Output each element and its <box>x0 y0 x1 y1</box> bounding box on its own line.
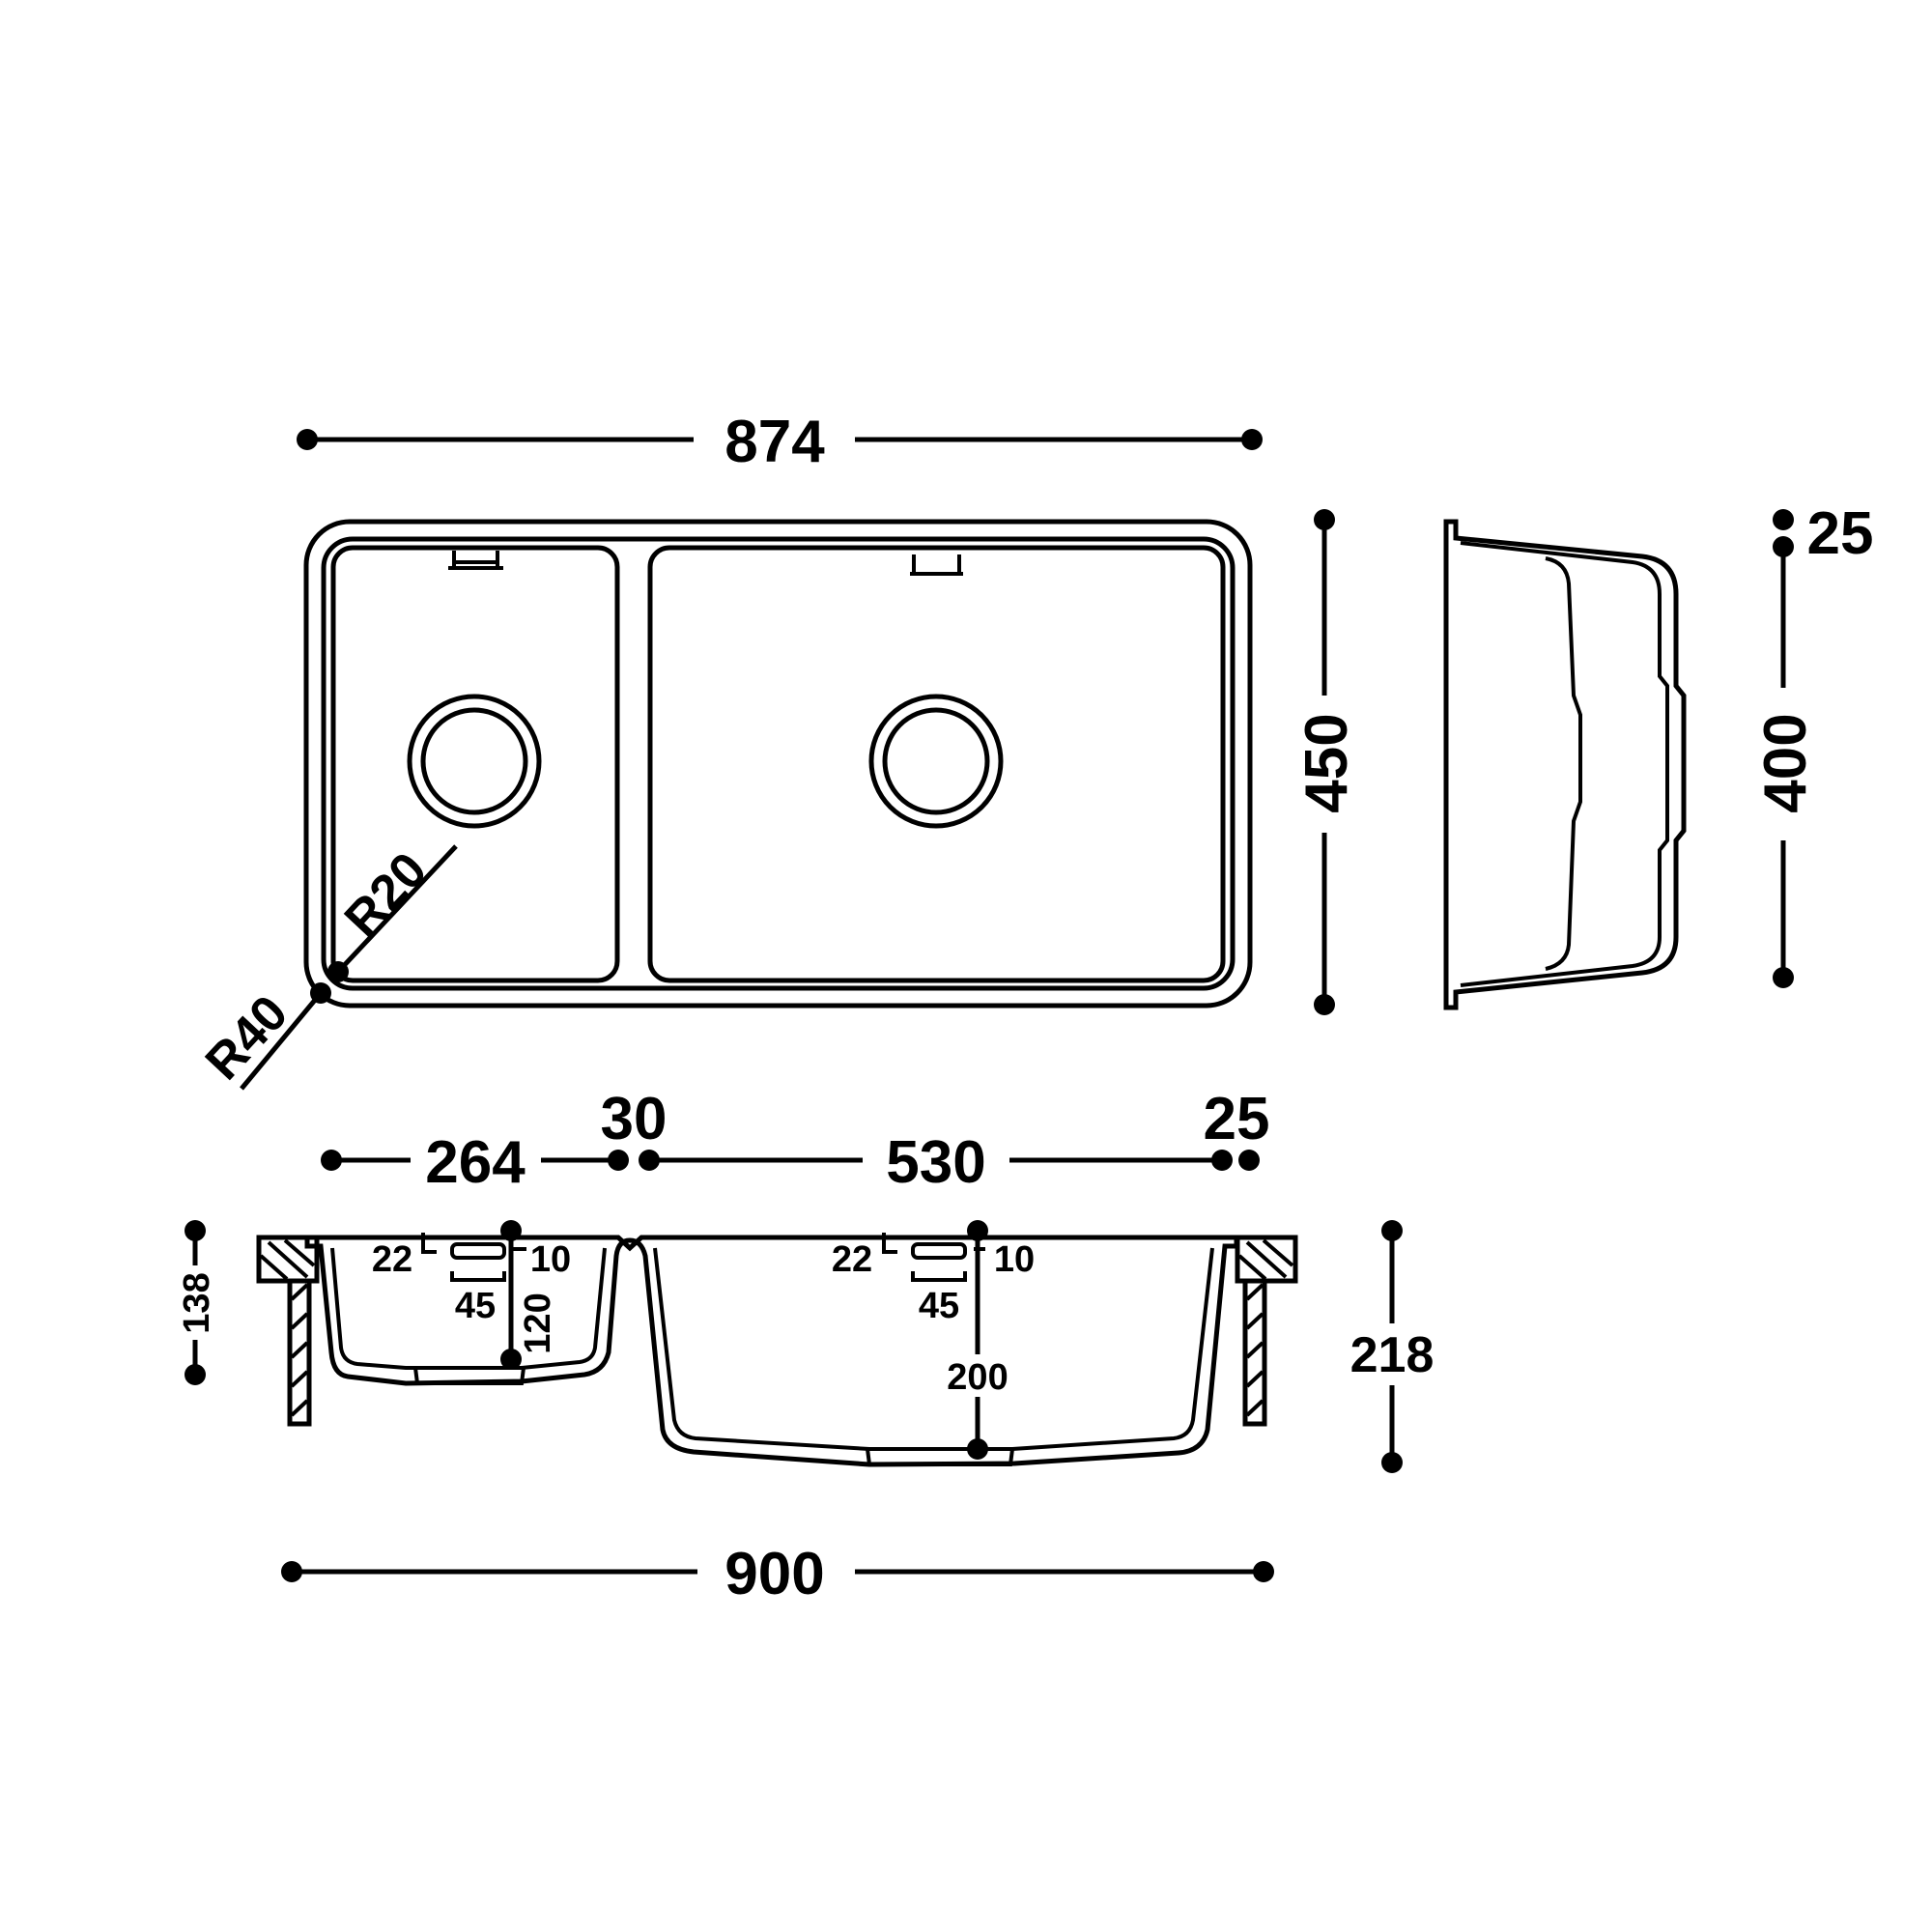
sink-rim-inner-outline <box>321 536 1236 991</box>
section-large-bowl-inner <box>653 1247 1214 1451</box>
dimension-large-drop: 200 <box>942 1220 1014 1460</box>
overflow-small-offset-label: 22 <box>372 1239 412 1280</box>
side-profile-inner <box>1460 541 1669 987</box>
overflow-small-drop-label: 120 <box>518 1293 558 1353</box>
section-overflow-small: 22 10 45 <box>372 1233 571 1326</box>
dimension-overall-width: 874 <box>297 409 1263 475</box>
dimension-side-depth: 400 <box>1752 547 1819 988</box>
dimension-overall-depth: 450 <box>1293 509 1360 1015</box>
dimension-530-label: 530 <box>886 1129 985 1196</box>
radius-r20-label: R20 <box>334 842 438 948</box>
dimension-400-label: 400 <box>1752 713 1819 812</box>
dimension-section-overall-width: 900 <box>281 1541 1274 1607</box>
overflow-large-drop-label: 200 <box>947 1357 1008 1398</box>
countertop-left <box>256 1235 320 1427</box>
dimension-25-side-label: 25 <box>1807 500 1874 567</box>
section-sink-inner <box>330 1247 607 1370</box>
section-large-drain <box>866 1448 1014 1466</box>
radius-callout-r40: R40 <box>195 982 331 1091</box>
large-bowl-outline <box>647 545 1226 983</box>
dimension-900-label: 900 <box>724 1541 824 1607</box>
radius-r40-label: R40 <box>195 985 298 1091</box>
overflow-large-offset-label: 22 <box>832 1239 872 1280</box>
section-view: 264 30 530 25 <box>177 1086 1434 1607</box>
overflow-large-height-label: 10 <box>994 1239 1035 1280</box>
dimension-218-label: 218 <box>1350 1327 1435 1383</box>
large-bowl-overflow <box>910 554 963 576</box>
dimension-chain-top: 264 30 530 25 <box>321 1086 1269 1196</box>
dimension-264-label: 264 <box>425 1129 526 1196</box>
side-profile-outer <box>1443 519 1687 1010</box>
small-bowl-outline <box>330 545 620 983</box>
overflow-small-height-label: 10 <box>530 1239 571 1280</box>
overflow-small-width-label: 45 <box>455 1286 496 1326</box>
countertop-right <box>1235 1235 1298 1427</box>
large-bowl-drain <box>868 694 1004 829</box>
plan-view: 874 <box>195 409 1360 1091</box>
dimension-25-rim-label: 25 <box>1204 1086 1270 1152</box>
dimension-small-drop: 120 <box>500 1220 558 1370</box>
dimension-138-label: 138 <box>177 1272 217 1333</box>
overflow-large-width-label: 45 <box>919 1286 959 1326</box>
dimension-30-label: 30 <box>601 1086 668 1152</box>
small-bowl-drain <box>407 694 542 829</box>
radius-callout-r20: R20 <box>327 842 458 982</box>
section-small-drain <box>413 1367 526 1385</box>
section-sink-outer <box>304 1235 1239 1467</box>
side-bowl-wall <box>1545 556 1582 971</box>
dimension-overall-height: 218 <box>1350 1220 1435 1473</box>
side-view: 25 400 <box>1443 500 1873 1010</box>
dimension-side-rim: 25 <box>1773 500 1873 567</box>
dimension-874-label: 874 <box>724 409 825 475</box>
small-bowl-overflow <box>448 551 503 570</box>
dimension-450-label: 450 <box>1293 713 1360 812</box>
section-overflow-large: 22 10 45 <box>832 1233 1035 1326</box>
dimension-small-depth: 138 <box>177 1220 217 1385</box>
sink-outer-outline <box>303 519 1253 1009</box>
